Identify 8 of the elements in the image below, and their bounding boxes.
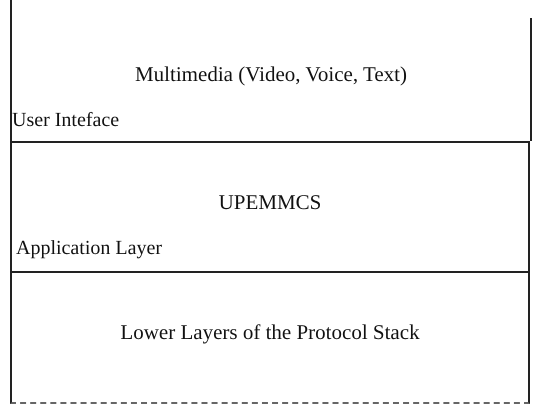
layer-name: User Inteface (12, 109, 120, 132)
layer-title: UPEMMCS (218, 190, 322, 215)
layer-band (10, 273, 530, 404)
layer-name: Application Layer (16, 237, 162, 260)
layer-band (10, 143, 530, 273)
layer-band (10, 0, 530, 143)
layer-title: Multimedia (Video, Voice, Text) (134, 62, 408, 87)
layer-title: Lower Layers of the Protocol Stack (119, 320, 421, 345)
